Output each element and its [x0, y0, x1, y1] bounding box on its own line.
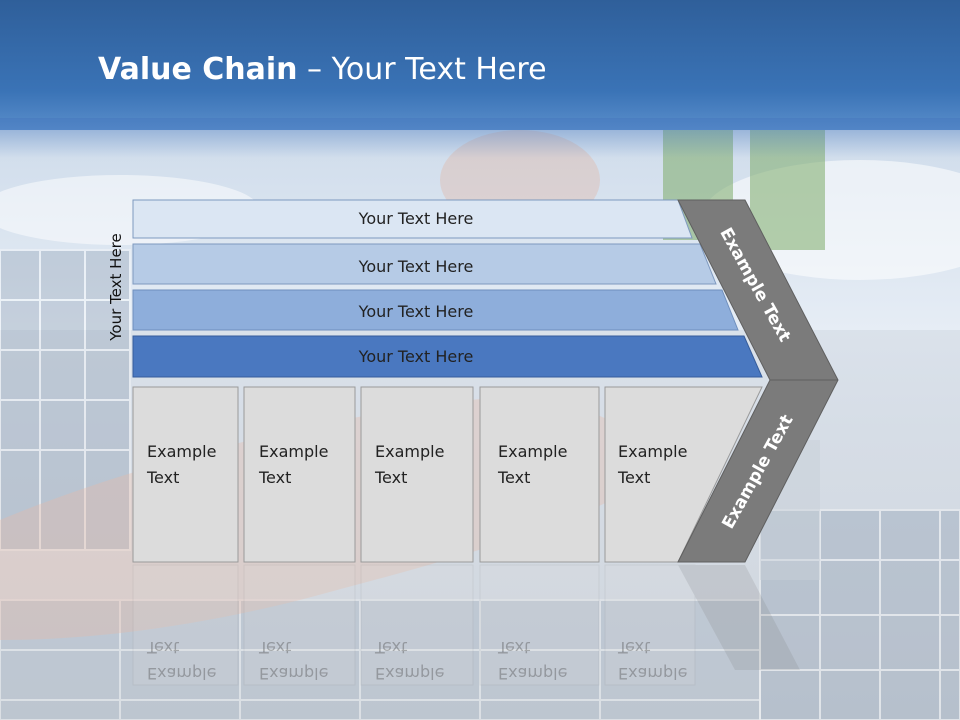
column-5-reflection-line1: Example — [618, 664, 688, 683]
title-bold-part: Value Chain — [98, 52, 298, 87]
column-1-line1: Example — [147, 442, 217, 461]
band-3-label: Your Text Here — [358, 302, 474, 321]
column-3-reflection-line2: Text — [375, 638, 408, 657]
column-4-line2: Text — [498, 468, 531, 487]
column-4-reflection: Example Text — [498, 634, 588, 686]
column-4-reflection-line2: Text — [498, 638, 531, 657]
column-3-shape — [360, 386, 474, 563]
band-2-label: Your Text Here — [358, 257, 474, 276]
column-2-reflection: Example Text — [259, 634, 349, 686]
side-axis-label: Your Text Here — [107, 233, 125, 341]
band-1-label: Your Text Here — [358, 209, 474, 228]
column-2-line1: Example — [259, 442, 329, 461]
column-4-shape — [479, 386, 600, 563]
band-3-shape — [132, 289, 739, 331]
band-1-shape — [132, 199, 693, 239]
column-5-line1: Example — [618, 442, 688, 461]
column-2-line2: Text — [259, 468, 292, 487]
diagram-reflection — [132, 564, 800, 686]
title-bar-fade — [0, 118, 960, 158]
column-1-reflection-line2: Text — [147, 638, 180, 657]
column-4-reflection-line1: Example — [498, 664, 568, 683]
column-2-shape — [243, 386, 356, 563]
column-5-reflection: Example Text — [618, 634, 708, 686]
column-1-reflection-line1: Example — [147, 664, 217, 683]
column-3-line1: Example — [375, 442, 445, 461]
title-bar — [0, 0, 960, 130]
title-regular-part: – Your Text Here — [297, 52, 547, 87]
column-5-reflection-line2: Text — [618, 638, 651, 657]
column-1-line2: Text — [147, 468, 180, 487]
column-3-reflection-line1: Example — [375, 664, 445, 683]
column-5-line2: Text — [618, 468, 651, 487]
band-4-label: Your Text Here — [358, 347, 474, 366]
column-1-reflection: Example Text — [147, 634, 237, 686]
column-1-shape — [132, 386, 239, 563]
band-4-shape — [132, 335, 763, 378]
column-2-reflection-line1: Example — [259, 664, 329, 683]
column-3-line2: Text — [375, 468, 408, 487]
column-2-reflection-line2: Text — [259, 638, 292, 657]
column-3-reflection: Example Text — [375, 634, 465, 686]
band-2-shape — [132, 243, 717, 285]
slide-title: Value Chain – Your Text Here — [98, 52, 547, 87]
column-4-line1: Example — [498, 442, 568, 461]
